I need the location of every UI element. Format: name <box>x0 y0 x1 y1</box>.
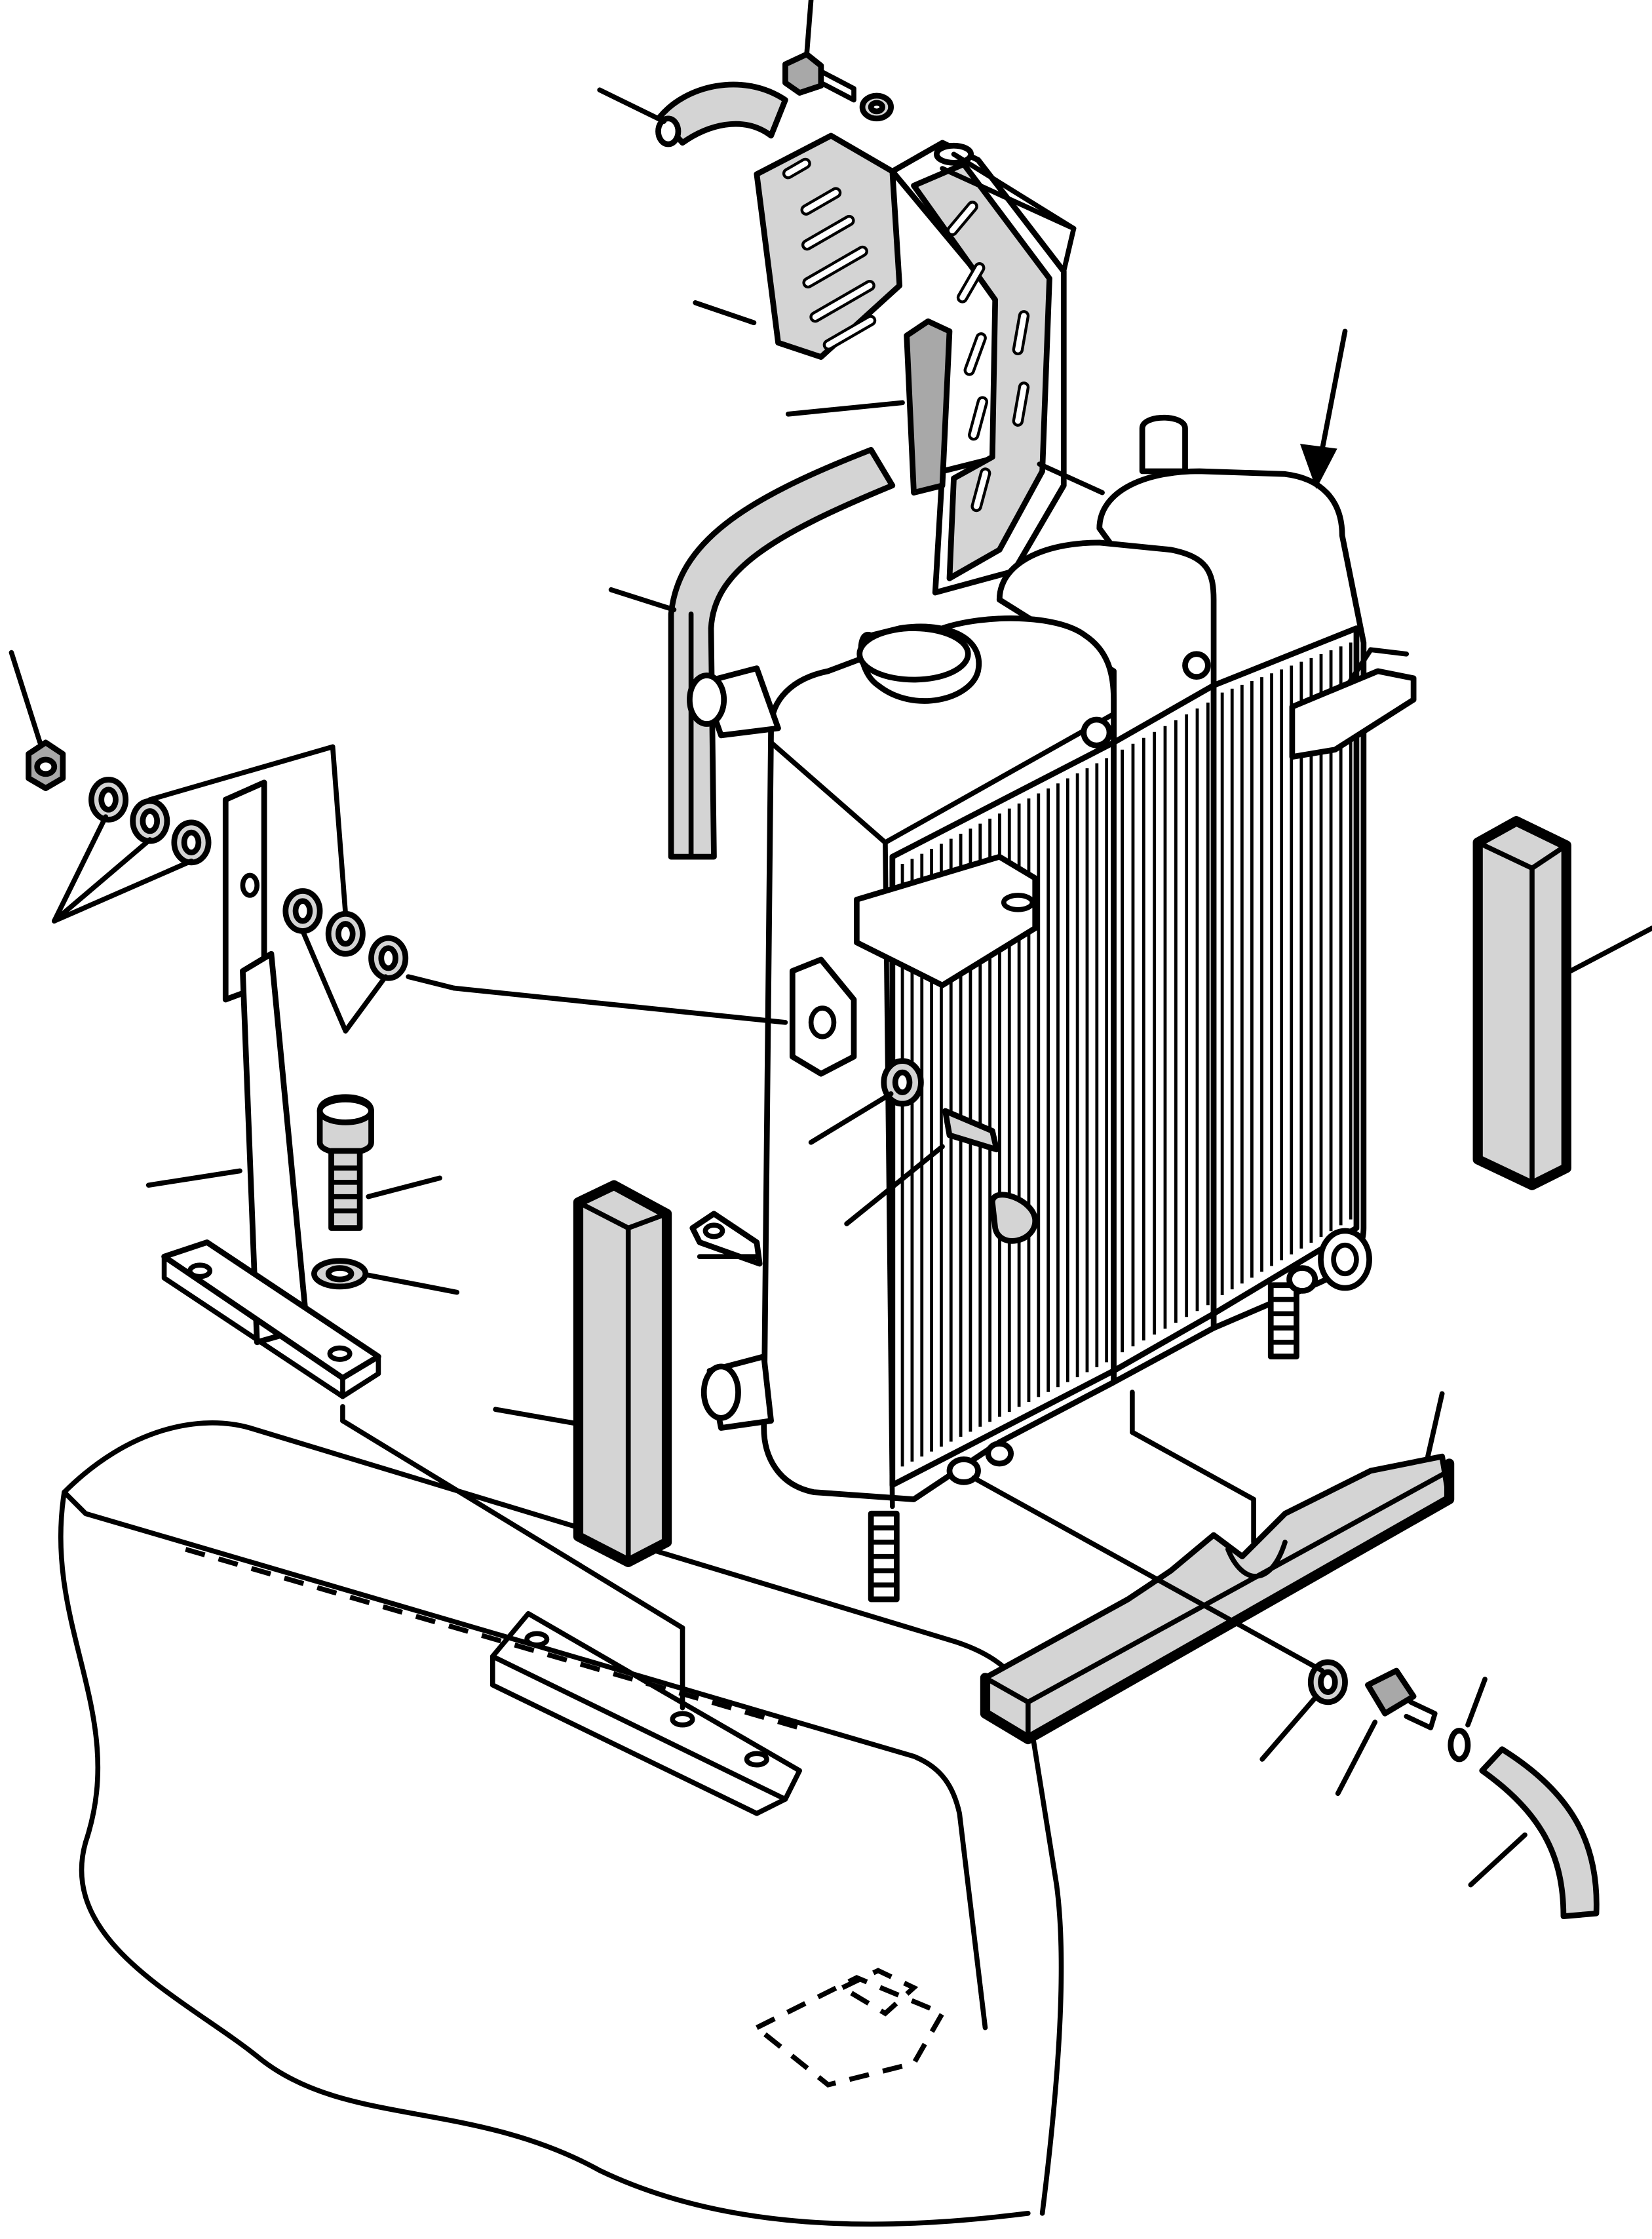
rubber-block-right <box>1472 816 1571 1190</box>
leader-lines <box>9 0 1652 1888</box>
chassis-frame <box>58 1420 1064 2227</box>
rubber-block-left <box>573 1180 672 1567</box>
nut <box>26 739 66 791</box>
radiator-side-bolt <box>881 1058 1039 1244</box>
bottom-cradle <box>980 1453 1455 1745</box>
mounting-bolt <box>317 1094 374 1231</box>
foam-seal-strip <box>904 318 953 496</box>
upper-hose <box>655 81 896 860</box>
radiator-assembly <box>687 415 1417 1603</box>
washer <box>311 1258 369 1290</box>
direction-arrow <box>1299 328 1348 490</box>
drain-valve <box>1307 1659 1438 1730</box>
drain-hose <box>1479 1746 1600 1919</box>
support-bracket <box>161 779 381 1399</box>
hose-clamp <box>1448 1728 1471 1762</box>
top-bolt <box>782 51 894 122</box>
perforated-guard <box>754 132 1067 596</box>
